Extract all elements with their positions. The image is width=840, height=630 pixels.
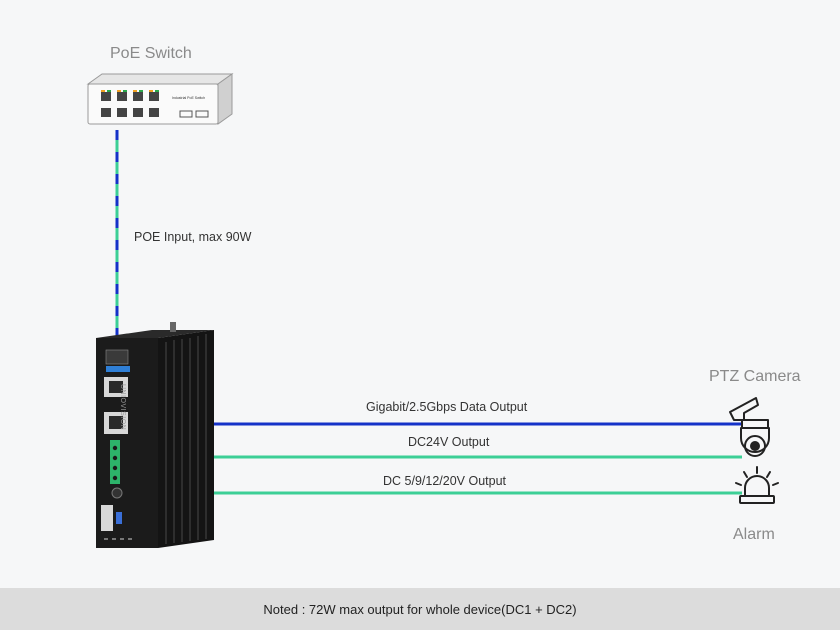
converter-brand: UNIOVISION [119, 384, 126, 431]
footer-note-bar: Noted : 72W max output for whole device(… [0, 588, 840, 630]
ptz-camera-label: PTZ Camera [709, 368, 801, 385]
poe-switch-panel-text: Industrial PoE Switch [172, 96, 206, 100]
dc24v-output-label: DC24V Output [408, 435, 490, 449]
alarm-label: Alarm [733, 526, 775, 543]
alarm-light-icon [735, 466, 779, 504]
diagram-canvas: PoE Switch Industrial PoE Switch UNIOVIS… [86, 45, 801, 548]
diagram-graphics [86, 73, 779, 548]
poe-switch-label: PoE Switch [110, 45, 192, 62]
converter-device-icon [96, 322, 214, 548]
data-output-label: Gigabit/2.5Gbps Data Output [366, 400, 528, 414]
dc-multi-output-label: DC 5/9/12/20V Output [383, 474, 506, 488]
poe-switch-icon [86, 73, 234, 125]
poe-input-label: POE Input, max 90W [134, 230, 252, 244]
footer-note: Noted : 72W max output for whole device(… [263, 601, 577, 617]
ptz-camera-icon [729, 397, 770, 457]
